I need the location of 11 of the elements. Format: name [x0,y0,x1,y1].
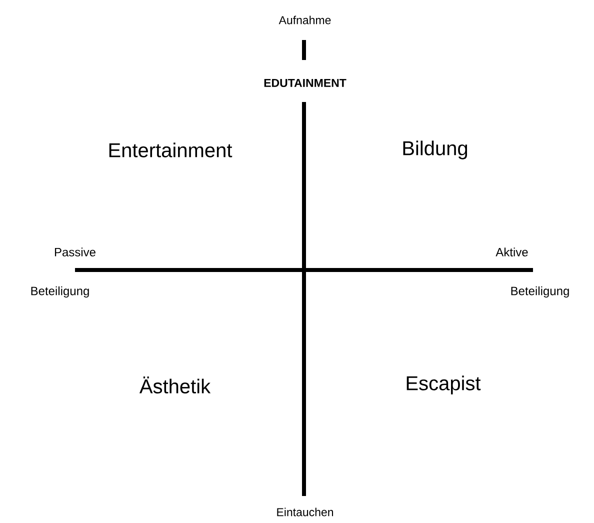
quadrant-label: Escapist [406,376,481,394]
axis-label: Aufnahme [278,16,331,24]
quadrant-label: Bildung [403,140,468,160]
quadrant-label: Ästhetik [139,376,211,394]
axis-label: Beteiligung [511,286,569,298]
axis-label: Aktive [496,248,528,256]
quadrant-label: Entertainment [109,142,232,158]
axis-label: Beteiligung [31,286,89,298]
heading: EDUTAINMENT [264,79,346,87]
axis-label: Eintauchen [277,508,334,516]
axis-label: Passive [54,248,96,256]
